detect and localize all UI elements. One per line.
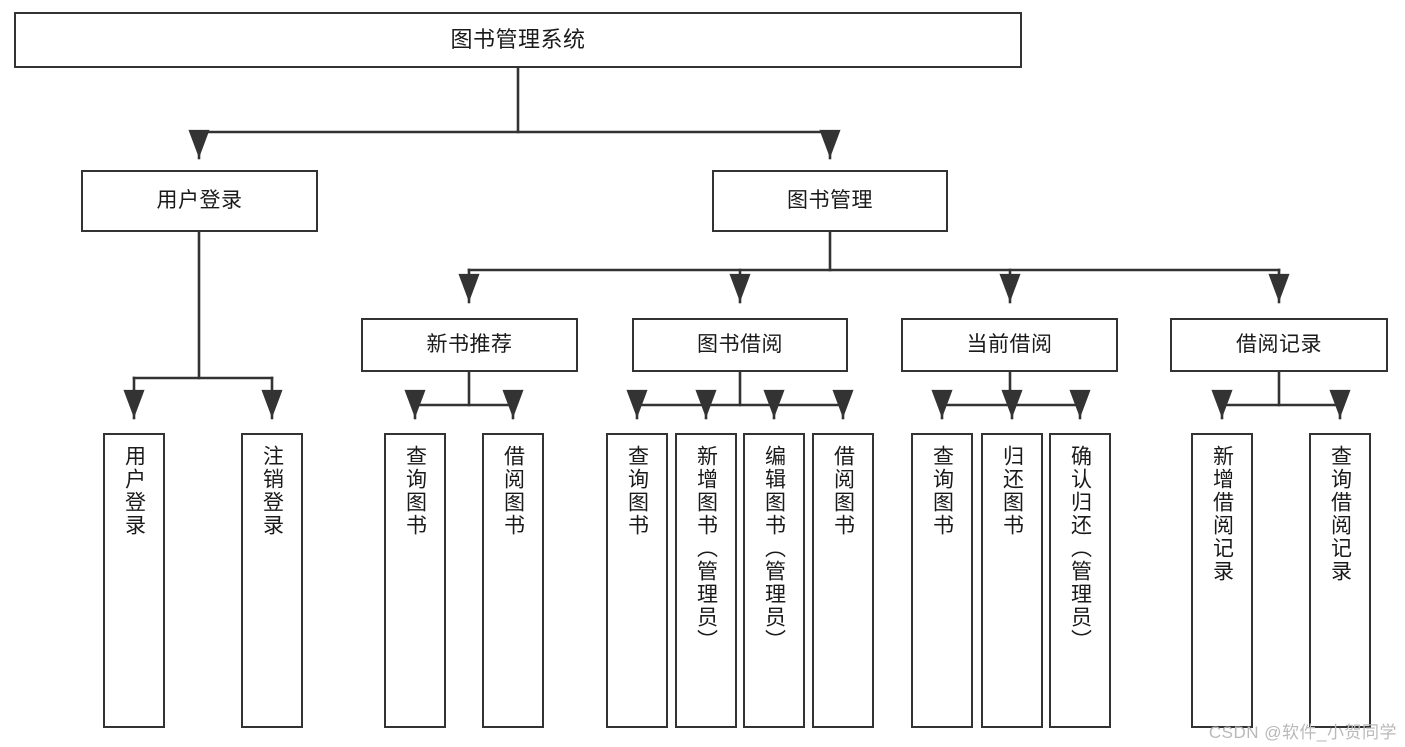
node-root-system[interactable]: 图书管理系统 [14,12,1022,68]
node-branch-user-login[interactable]: 用户登录 [81,170,318,232]
node-label: 归还图书 [1000,445,1024,537]
node-label: 查询借阅记录 [1328,445,1352,583]
node-label: 用户登录 [156,188,243,212]
node-group-current-borrow[interactable]: 当前借阅 [901,318,1118,372]
node-leaf-query-book-recommend[interactable]: 查询图书 [384,433,446,728]
node-leaf-query-book-current[interactable]: 查询图书 [911,433,973,728]
node-label: 借阅记录 [1236,332,1322,356]
node-leaf-confirm-return-admin[interactable]: 确认归还（管理员） [1049,433,1111,728]
node-label: 图书借阅 [697,332,783,356]
node-leaf-query-borrow-record[interactable]: 查询借阅记录 [1309,433,1371,728]
node-leaf-borrow-book[interactable]: 借阅图书 [812,433,874,728]
node-label: 查询图书 [403,445,427,537]
node-label: 新增图书（管理员） [694,445,718,652]
node-label: 图书管理系统 [450,27,586,53]
node-leaf-query-book-borrow[interactable]: 查询图书 [606,433,668,728]
node-group-new-book-recommend[interactable]: 新书推荐 [361,318,578,372]
node-group-borrow-record[interactable]: 借阅记录 [1170,318,1388,372]
node-label: 查询图书 [930,445,954,537]
node-leaf-logout[interactable]: 注销登录 [241,433,303,728]
node-leaf-return-book[interactable]: 归还图书 [981,433,1043,728]
node-label: 查询图书 [625,445,649,537]
node-label: 新增借阅记录 [1210,445,1234,583]
node-label: 注销登录 [260,445,284,537]
node-leaf-user-login[interactable]: 用户登录 [103,433,165,728]
node-leaf-add-borrow-record[interactable]: 新增借阅记录 [1191,433,1253,728]
node-label: 当前借阅 [966,332,1053,356]
node-label: 借阅图书 [501,445,525,537]
node-leaf-add-book-admin[interactable]: 新增图书（管理员） [675,433,737,728]
node-leaf-edit-book-admin[interactable]: 编辑图书（管理员） [743,433,805,728]
node-label: 编辑图书（管理员） [762,445,786,652]
node-label: 图书管理 [787,188,873,212]
node-label: 用户登录 [122,445,146,537]
csdn-watermark: CSDN @软件_小贺同学 [1208,723,1397,742]
node-leaf-borrow-book-recommend[interactable]: 借阅图书 [482,433,544,728]
node-label: 新书推荐 [426,332,513,356]
node-label: 借阅图书 [831,445,855,537]
node-group-book-borrow[interactable]: 图书借阅 [632,318,848,372]
node-branch-book-management[interactable]: 图书管理 [712,170,948,232]
node-label: 确认归还（管理员） [1068,445,1092,652]
